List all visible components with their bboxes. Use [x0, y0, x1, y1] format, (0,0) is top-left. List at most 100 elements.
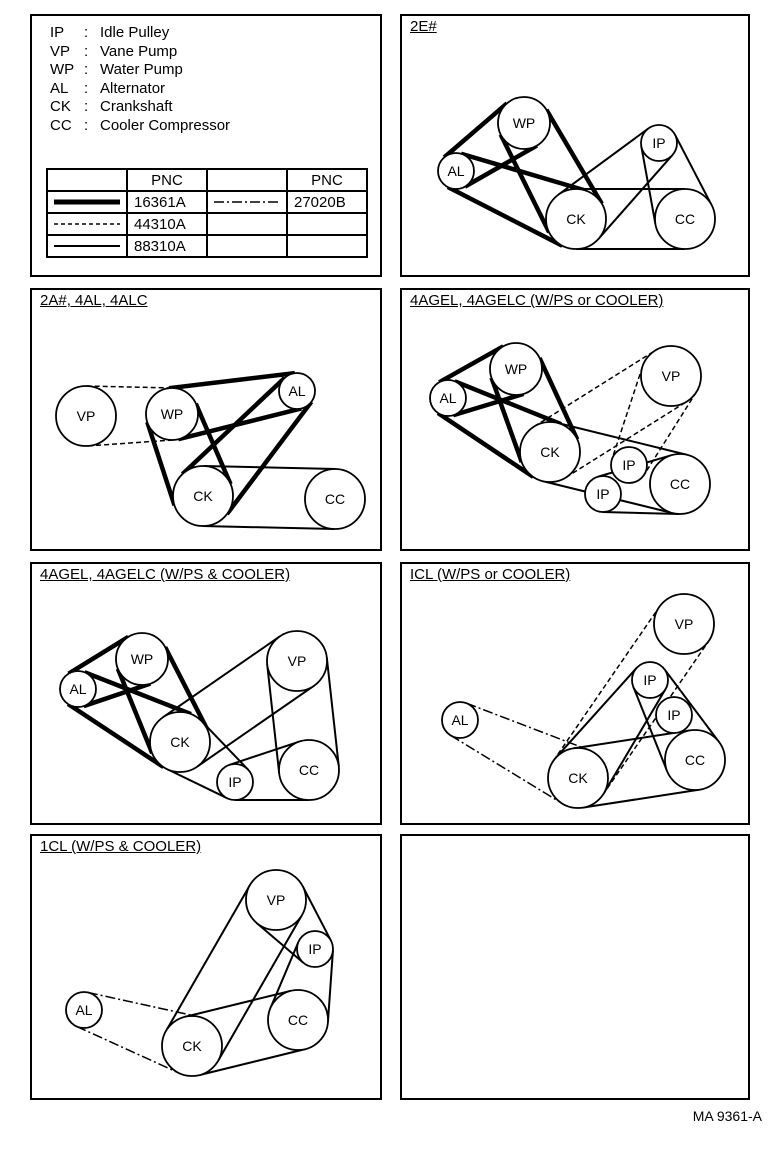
line-sample-dashdot	[206, 190, 288, 214]
pulley-label: VP	[662, 368, 681, 384]
pulley-label: CC	[670, 476, 690, 492]
belt-segment	[498, 133, 552, 234]
pulley-ck	[547, 747, 609, 809]
pnc-value: 27020B	[286, 190, 368, 214]
panel-title: 4AGEL, 4AGELC (W/PS & COOLER)	[40, 566, 291, 583]
belt-segment	[198, 1048, 306, 1077]
pulley-label: CK	[568, 770, 588, 786]
legend-name: Idle Pulley	[100, 24, 170, 41]
pulley-cc	[654, 188, 716, 250]
belt-segment	[269, 941, 300, 1009]
pulley-label: AL	[439, 390, 456, 406]
legend-abbr: CC	[50, 116, 72, 134]
pnc-value: 16361A	[126, 190, 208, 214]
belt-segment	[453, 379, 563, 427]
belt-segment	[87, 991, 199, 1018]
legend-name: Alternator	[100, 79, 166, 97]
pulley-label: IP	[652, 135, 665, 151]
legend-abbr: WP	[50, 61, 75, 78]
belt-segment	[438, 344, 505, 385]
belt-segment	[86, 385, 173, 389]
belt-segment	[255, 922, 304, 964]
pulley-al	[278, 372, 316, 410]
belt-segment	[202, 524, 335, 530]
pulley-label: AL	[69, 681, 86, 697]
belt-segment	[166, 768, 228, 800]
pulley-label: WP	[161, 406, 184, 422]
legend-name: Cooler Compressor	[100, 116, 231, 134]
belt-segment	[225, 400, 314, 516]
pulley-ip	[610, 446, 648, 484]
pulley-label: IP	[622, 457, 635, 473]
legend-item: VP:Vane Pump	[50, 43, 370, 61]
pulley-label: AL	[447, 163, 464, 179]
pulley-label: CC	[675, 211, 695, 227]
pulley-label: CK	[540, 444, 560, 460]
line-sample-solid	[46, 234, 128, 258]
belt-segment	[597, 154, 674, 240]
belt-segment	[76, 1025, 180, 1074]
pulley-ip	[640, 124, 678, 162]
belt-segment	[196, 684, 315, 768]
pulley-al	[65, 991, 103, 1029]
belt-segment	[450, 734, 563, 805]
line-sample-dashed	[46, 212, 128, 236]
belt-segment	[582, 788, 700, 809]
pulley-label: WP	[513, 115, 536, 131]
pulley-vp	[55, 385, 117, 447]
belt-segment	[177, 406, 302, 442]
panel-empty	[400, 834, 750, 1100]
pulley-label: AL	[75, 1002, 92, 1018]
belt-segment	[663, 668, 720, 743]
legend-item: CK:Crankshaft	[50, 98, 370, 116]
belt-segment	[466, 702, 589, 751]
belt-segment	[602, 510, 680, 515]
pulley-label: CC	[325, 491, 345, 507]
pulley-label: CC	[685, 752, 705, 768]
belt-segment	[325, 657, 340, 767]
belt-segment	[632, 686, 669, 772]
pulley-vp	[245, 869, 307, 931]
belt-segment	[489, 377, 524, 463]
legend-sep: :	[84, 79, 89, 97]
pnc-table: PNC PNC 16361A 27020B 44310A 88310A	[46, 168, 368, 258]
line-sample-thick	[46, 190, 128, 214]
legend-name: Vane Pump	[100, 42, 178, 60]
figure-code: MA 9361-A	[692, 1108, 762, 1124]
pulley-ip	[296, 930, 334, 968]
legend-sep: :	[84, 42, 89, 60]
pulley-ip	[216, 763, 254, 801]
belt-segment	[602, 640, 710, 796]
belt-segment	[452, 391, 525, 418]
pulley-ck	[545, 188, 607, 250]
belt-segment	[301, 885, 332, 942]
belt-segment	[162, 635, 281, 719]
pnc-header: PNC	[126, 168, 208, 192]
pulley-al	[59, 670, 97, 708]
pnc-header-2: PNC	[286, 168, 368, 192]
pulley-wp	[489, 342, 543, 396]
belt-segment	[554, 667, 638, 759]
pulley-vp	[266, 630, 328, 692]
pulley-al	[429, 379, 467, 417]
panel-title: 1CL (W/PS & COOLER)	[40, 838, 202, 855]
pulley-cc	[304, 468, 366, 530]
belt-segment	[266, 664, 281, 774]
legend-sep: :	[84, 116, 89, 134]
belt-segment	[674, 134, 713, 206]
belt-segment	[557, 127, 649, 196]
pulley-label: CC	[299, 762, 319, 778]
legend-abbr: IP	[50, 24, 65, 41]
belt-segment	[165, 884, 251, 1032]
belt-segment	[66, 702, 165, 769]
